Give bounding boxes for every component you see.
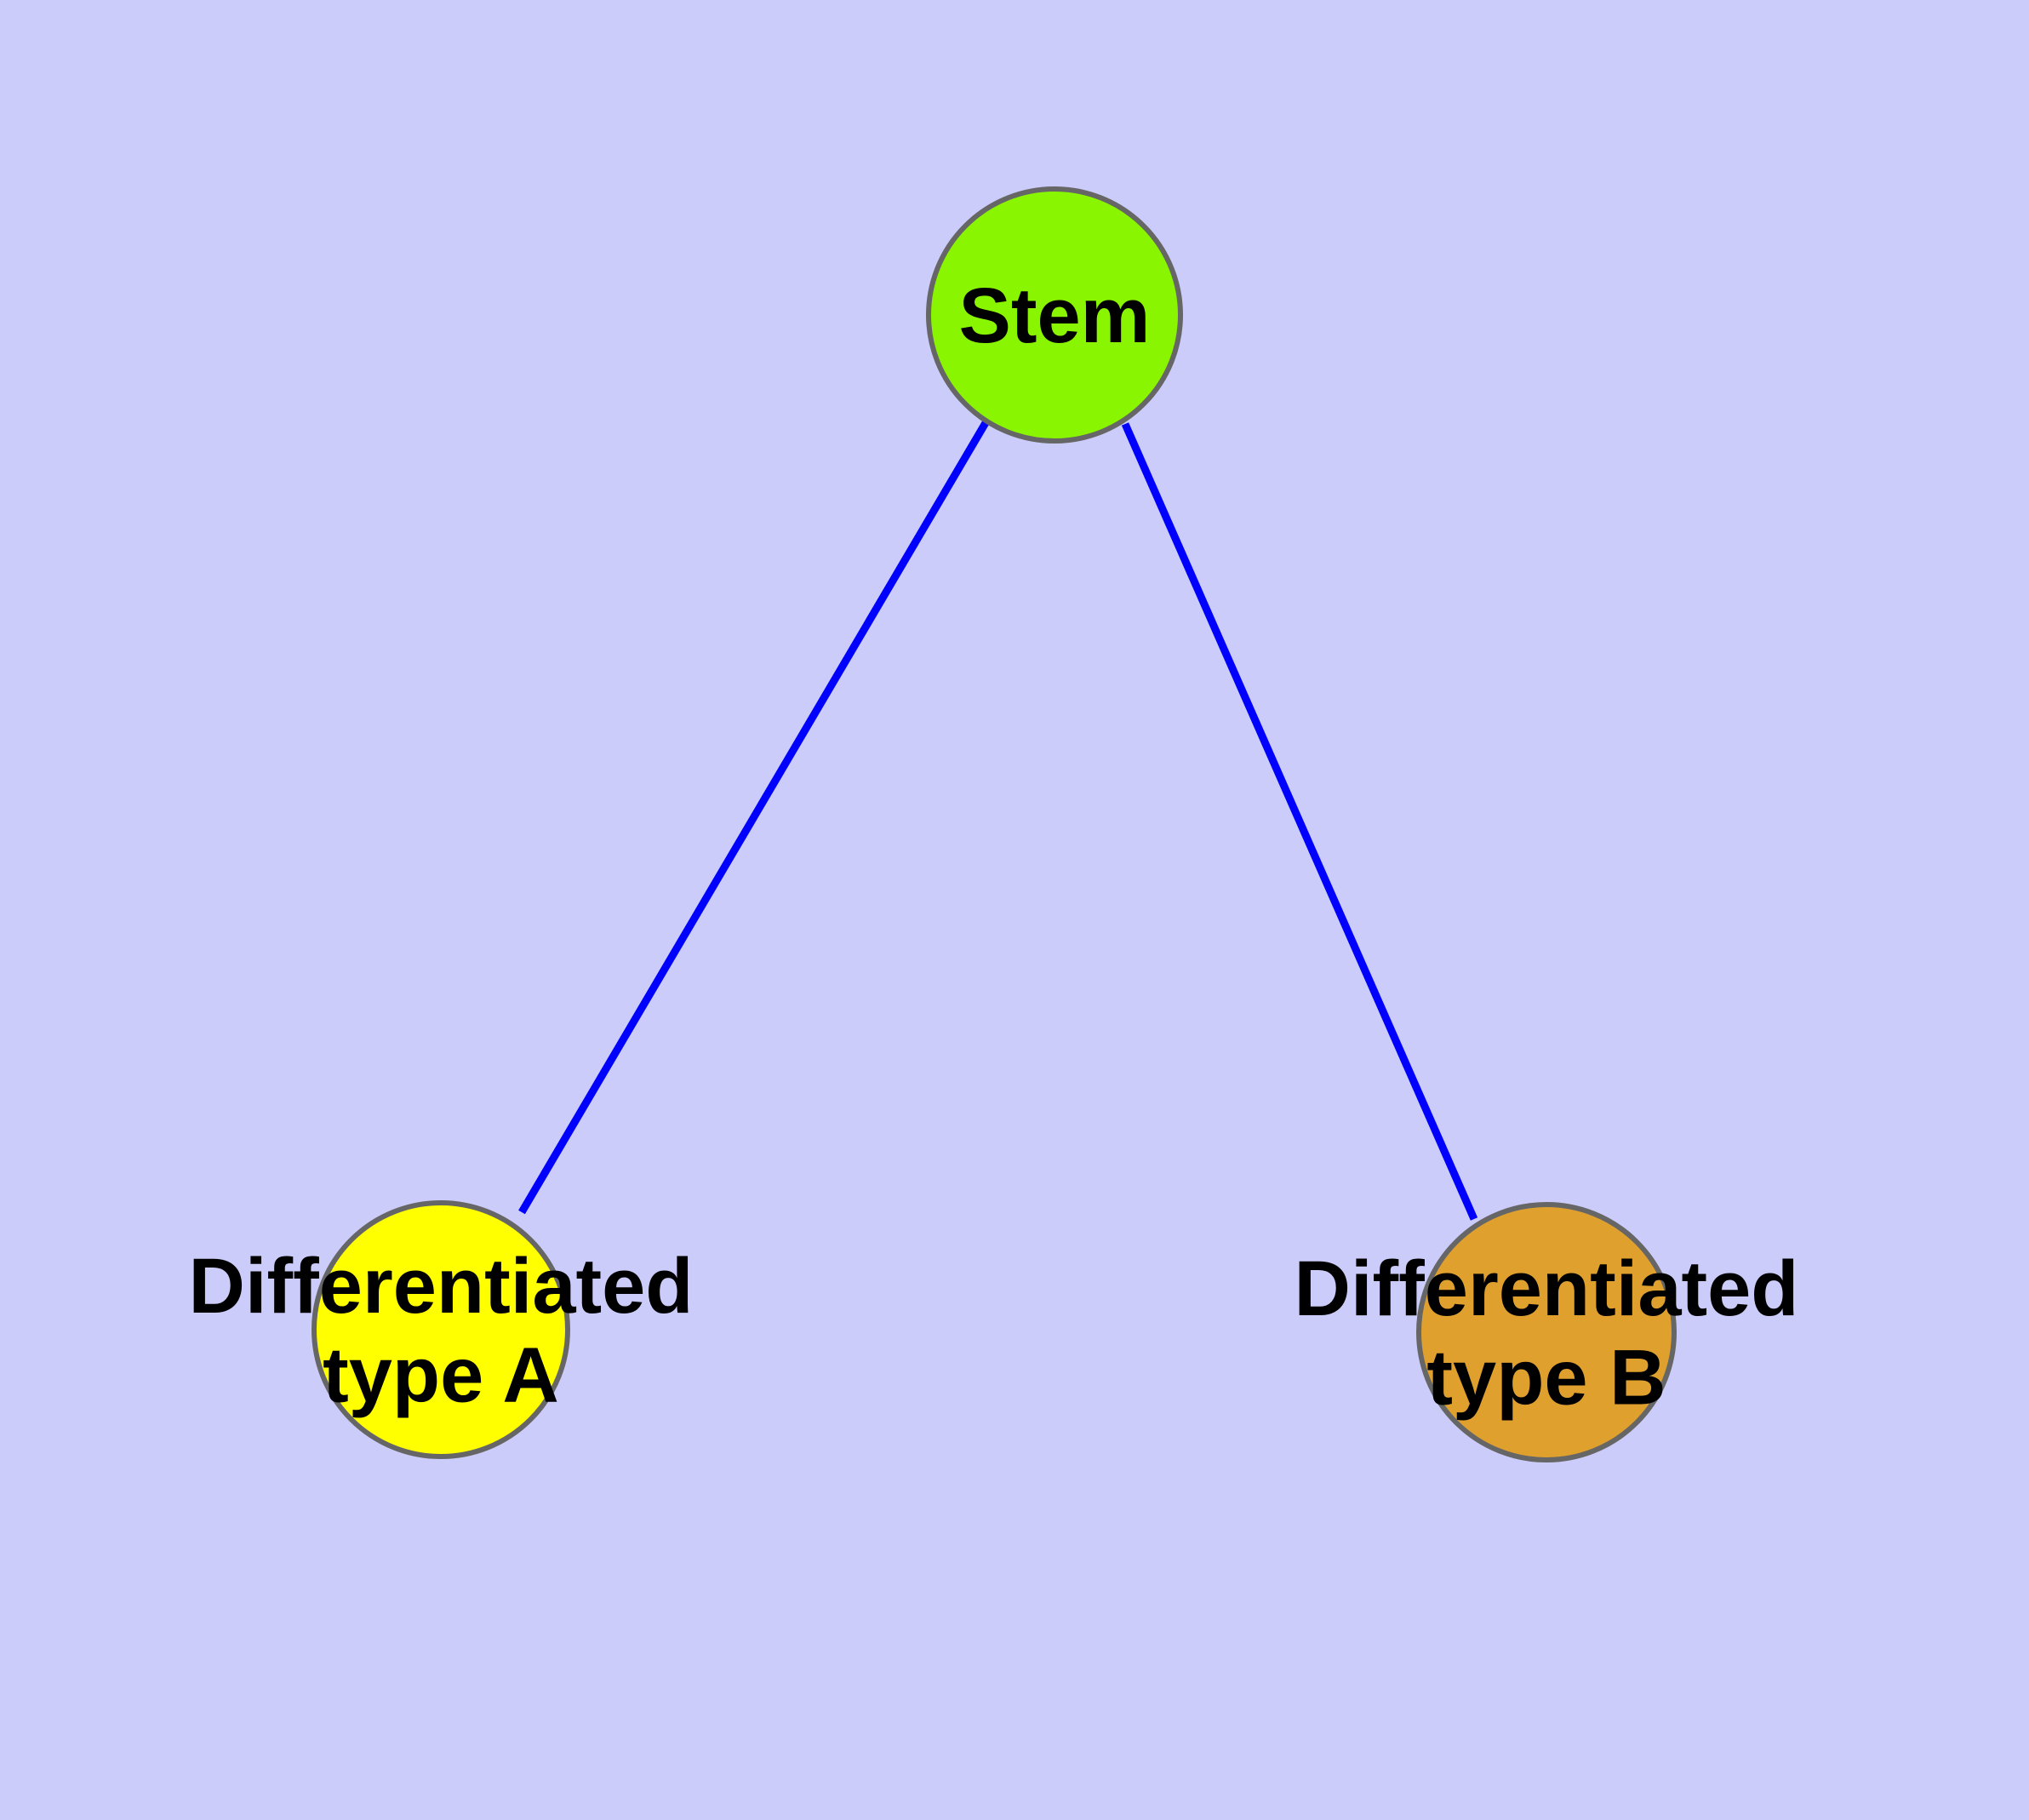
edge-stem-to-differentiated-type-a[interactable] <box>518 419 990 1215</box>
node-differentiated-type-b[interactable] <box>1416 1202 1677 1462</box>
node-stem-label: Stem <box>959 272 1151 359</box>
node-differentiated-type-b-circle[interactable] <box>1416 1202 1677 1462</box>
nodes-layer <box>311 186 1677 1462</box>
node-differentiated-type-a-circle[interactable] <box>311 1200 570 1459</box>
node-stem-circle[interactable] <box>926 186 1183 444</box>
node-differentiated-type-a[interactable] <box>311 1200 570 1459</box>
edge-stem-to-differentiated-type-b[interactable] <box>1121 422 1478 1221</box>
node-stem[interactable] <box>926 186 1183 444</box>
edges-layer <box>518 419 1478 1221</box>
